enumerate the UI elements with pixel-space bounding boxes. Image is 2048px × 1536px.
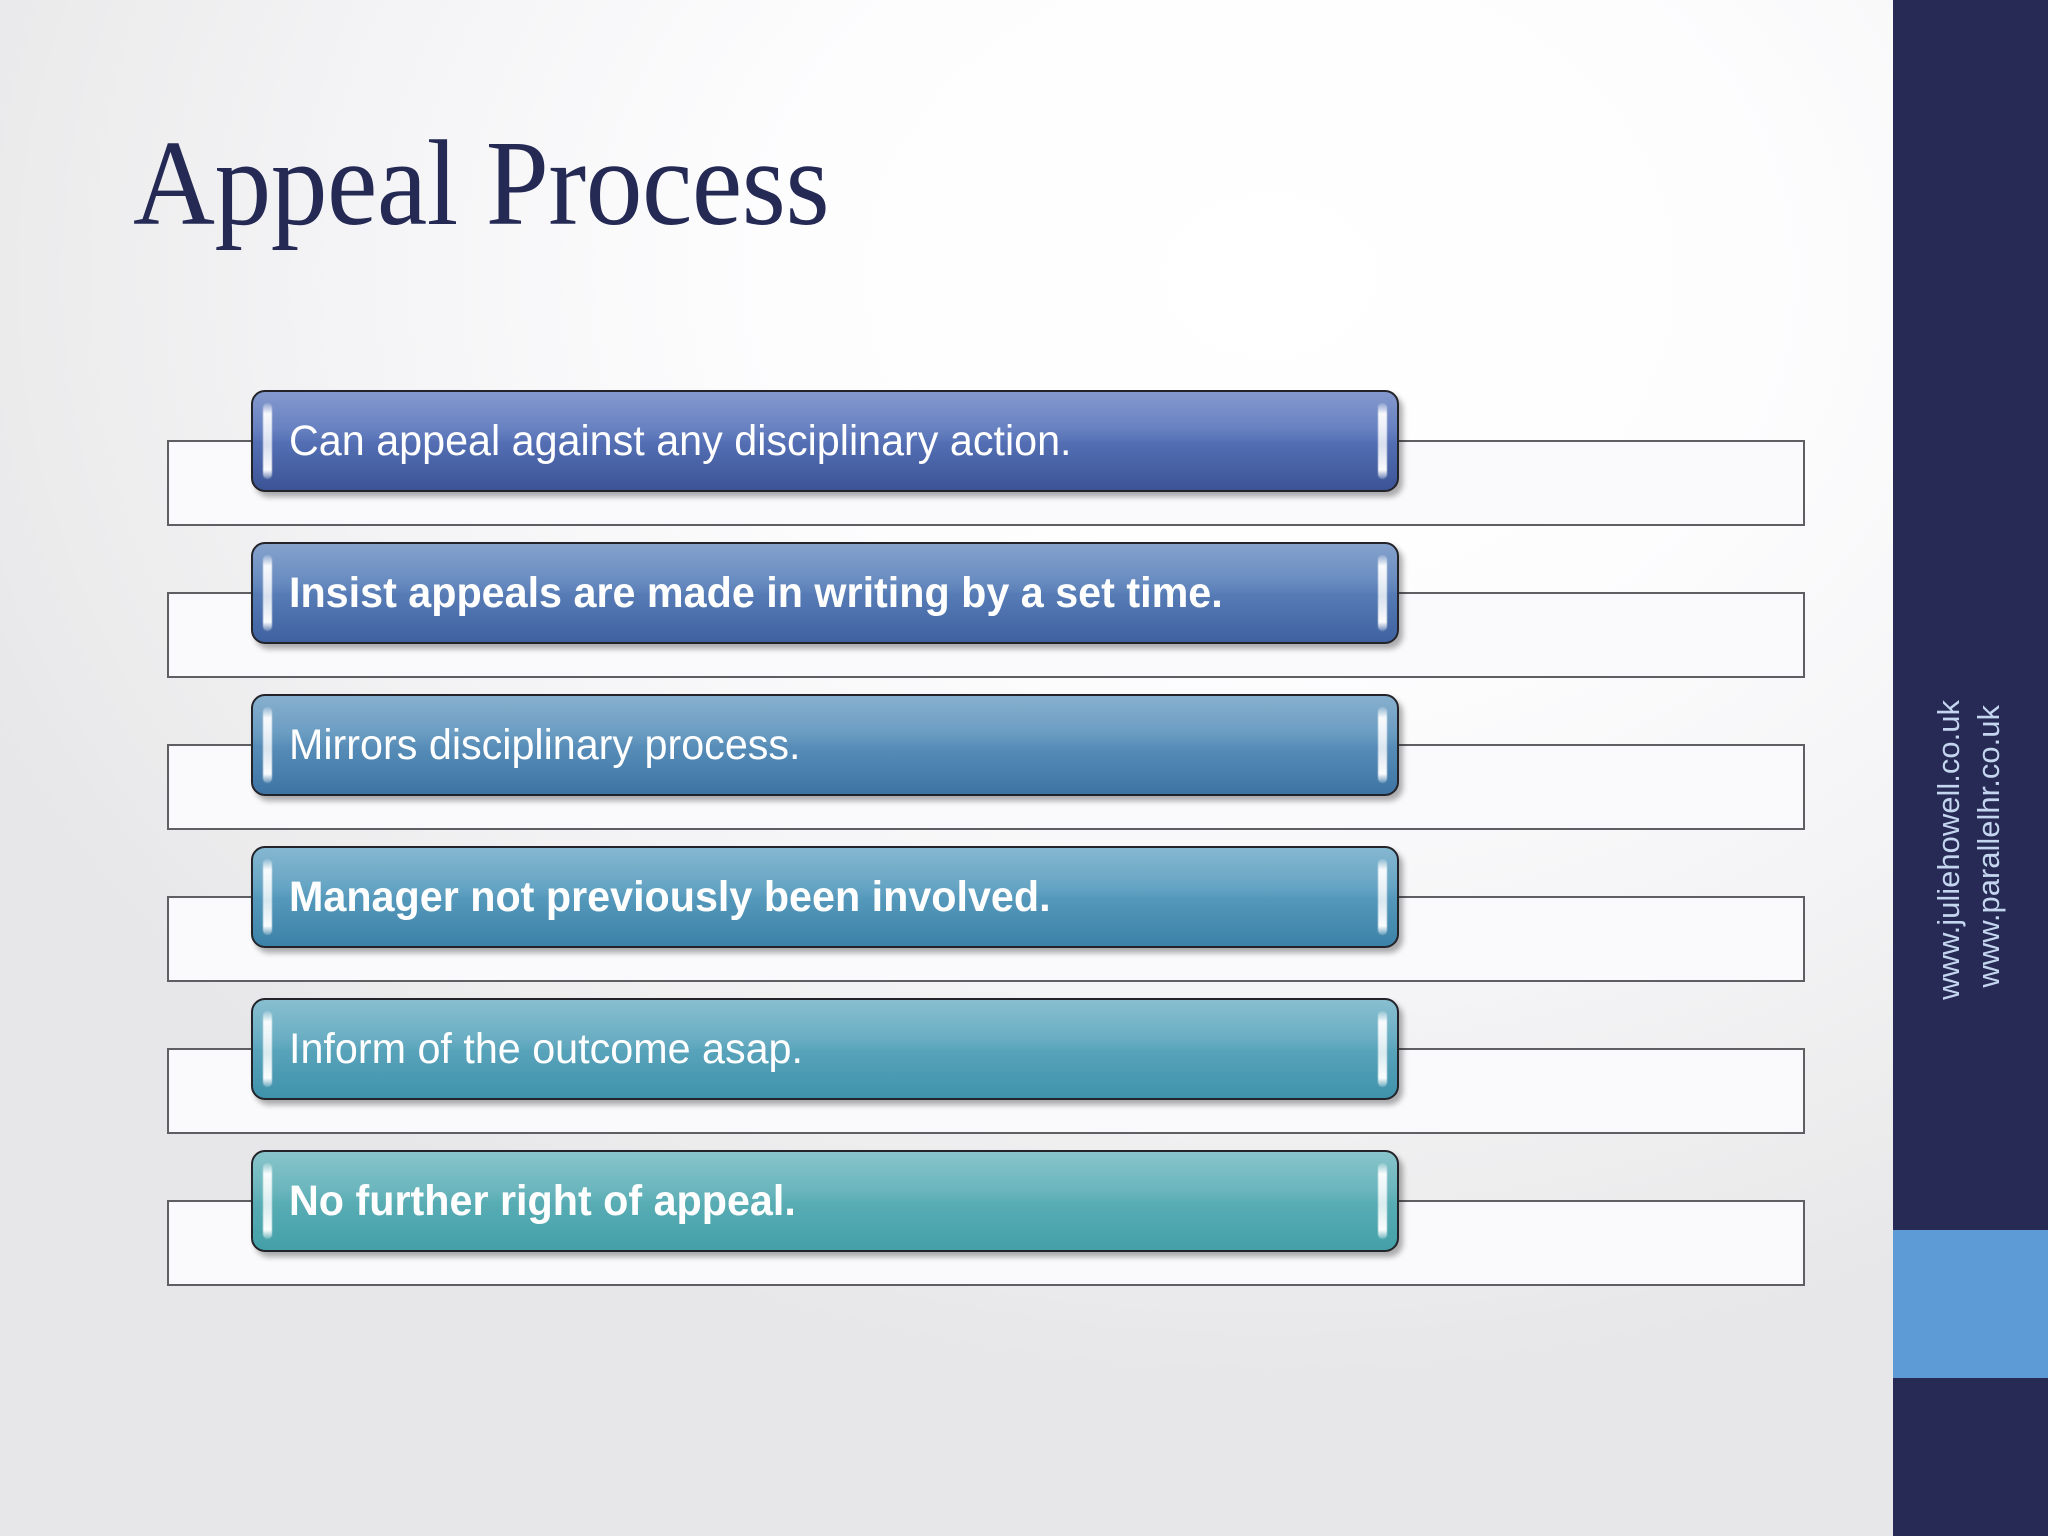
bar-gloss-right xyxy=(1378,403,1387,479)
process-step: Mirrors disciplinary process. xyxy=(0,694,1860,846)
process-step-bar[interactable]: Insist appeals are made in writing by a … xyxy=(251,542,1399,644)
bar-gloss-left xyxy=(263,707,272,783)
process-step-bar[interactable]: Inform of the outcome asap. xyxy=(251,998,1399,1100)
bar-gloss-left xyxy=(263,1163,272,1239)
process-chain: Can appeal against any disciplinary acti… xyxy=(0,390,1860,1302)
sidebar: www.juliehowell.co.uk www.parallelhr.co.… xyxy=(1893,0,2048,1536)
sidebar-accent-block xyxy=(1893,1230,2048,1378)
bar-gloss-left xyxy=(263,859,272,935)
process-step-bar[interactable]: Manager not previously been involved. xyxy=(251,846,1399,948)
bar-gloss-left xyxy=(263,1011,272,1087)
process-step-label: No further right of appeal. xyxy=(289,1176,796,1225)
process-step-label: Can appeal against any disciplinary acti… xyxy=(289,416,1072,465)
process-step-bar[interactable]: Mirrors disciplinary process. xyxy=(251,694,1399,796)
bar-gloss-right xyxy=(1378,555,1387,631)
bar-gloss-right xyxy=(1378,707,1387,783)
bar-gloss-right xyxy=(1378,1011,1387,1087)
sidebar-links: www.juliehowell.co.uk www.parallelhr.co.… xyxy=(1893,0,2048,1536)
process-step-bar[interactable]: No further right of appeal. xyxy=(251,1150,1399,1252)
process-step-label: Manager not previously been involved. xyxy=(289,872,1051,921)
sidebar-link-parallelhr[interactable]: www.parallelhr.co.uk xyxy=(1971,705,2006,988)
process-step: Can appeal against any disciplinary acti… xyxy=(0,390,1860,542)
process-step-label: Insist appeals are made in writing by a … xyxy=(289,568,1223,617)
process-step: Manager not previously been involved. xyxy=(0,846,1860,998)
process-step: Insist appeals are made in writing by a … xyxy=(0,542,1860,694)
bar-gloss-left xyxy=(263,403,272,479)
process-step-bar[interactable]: Can appeal against any disciplinary acti… xyxy=(251,390,1399,492)
bar-gloss-right xyxy=(1378,859,1387,935)
process-step: No further right of appeal. xyxy=(0,1150,1860,1302)
page-title: Appeal Process xyxy=(133,116,830,251)
process-step-label: Mirrors disciplinary process. xyxy=(289,720,801,769)
sidebar-link-juliehowell[interactable]: www.juliehowell.co.uk xyxy=(1931,700,1966,1000)
bar-gloss-right xyxy=(1378,1163,1387,1239)
process-step-label: Inform of the outcome asap. xyxy=(289,1024,803,1073)
process-step: Inform of the outcome asap. xyxy=(0,998,1860,1150)
bar-gloss-left xyxy=(263,555,272,631)
